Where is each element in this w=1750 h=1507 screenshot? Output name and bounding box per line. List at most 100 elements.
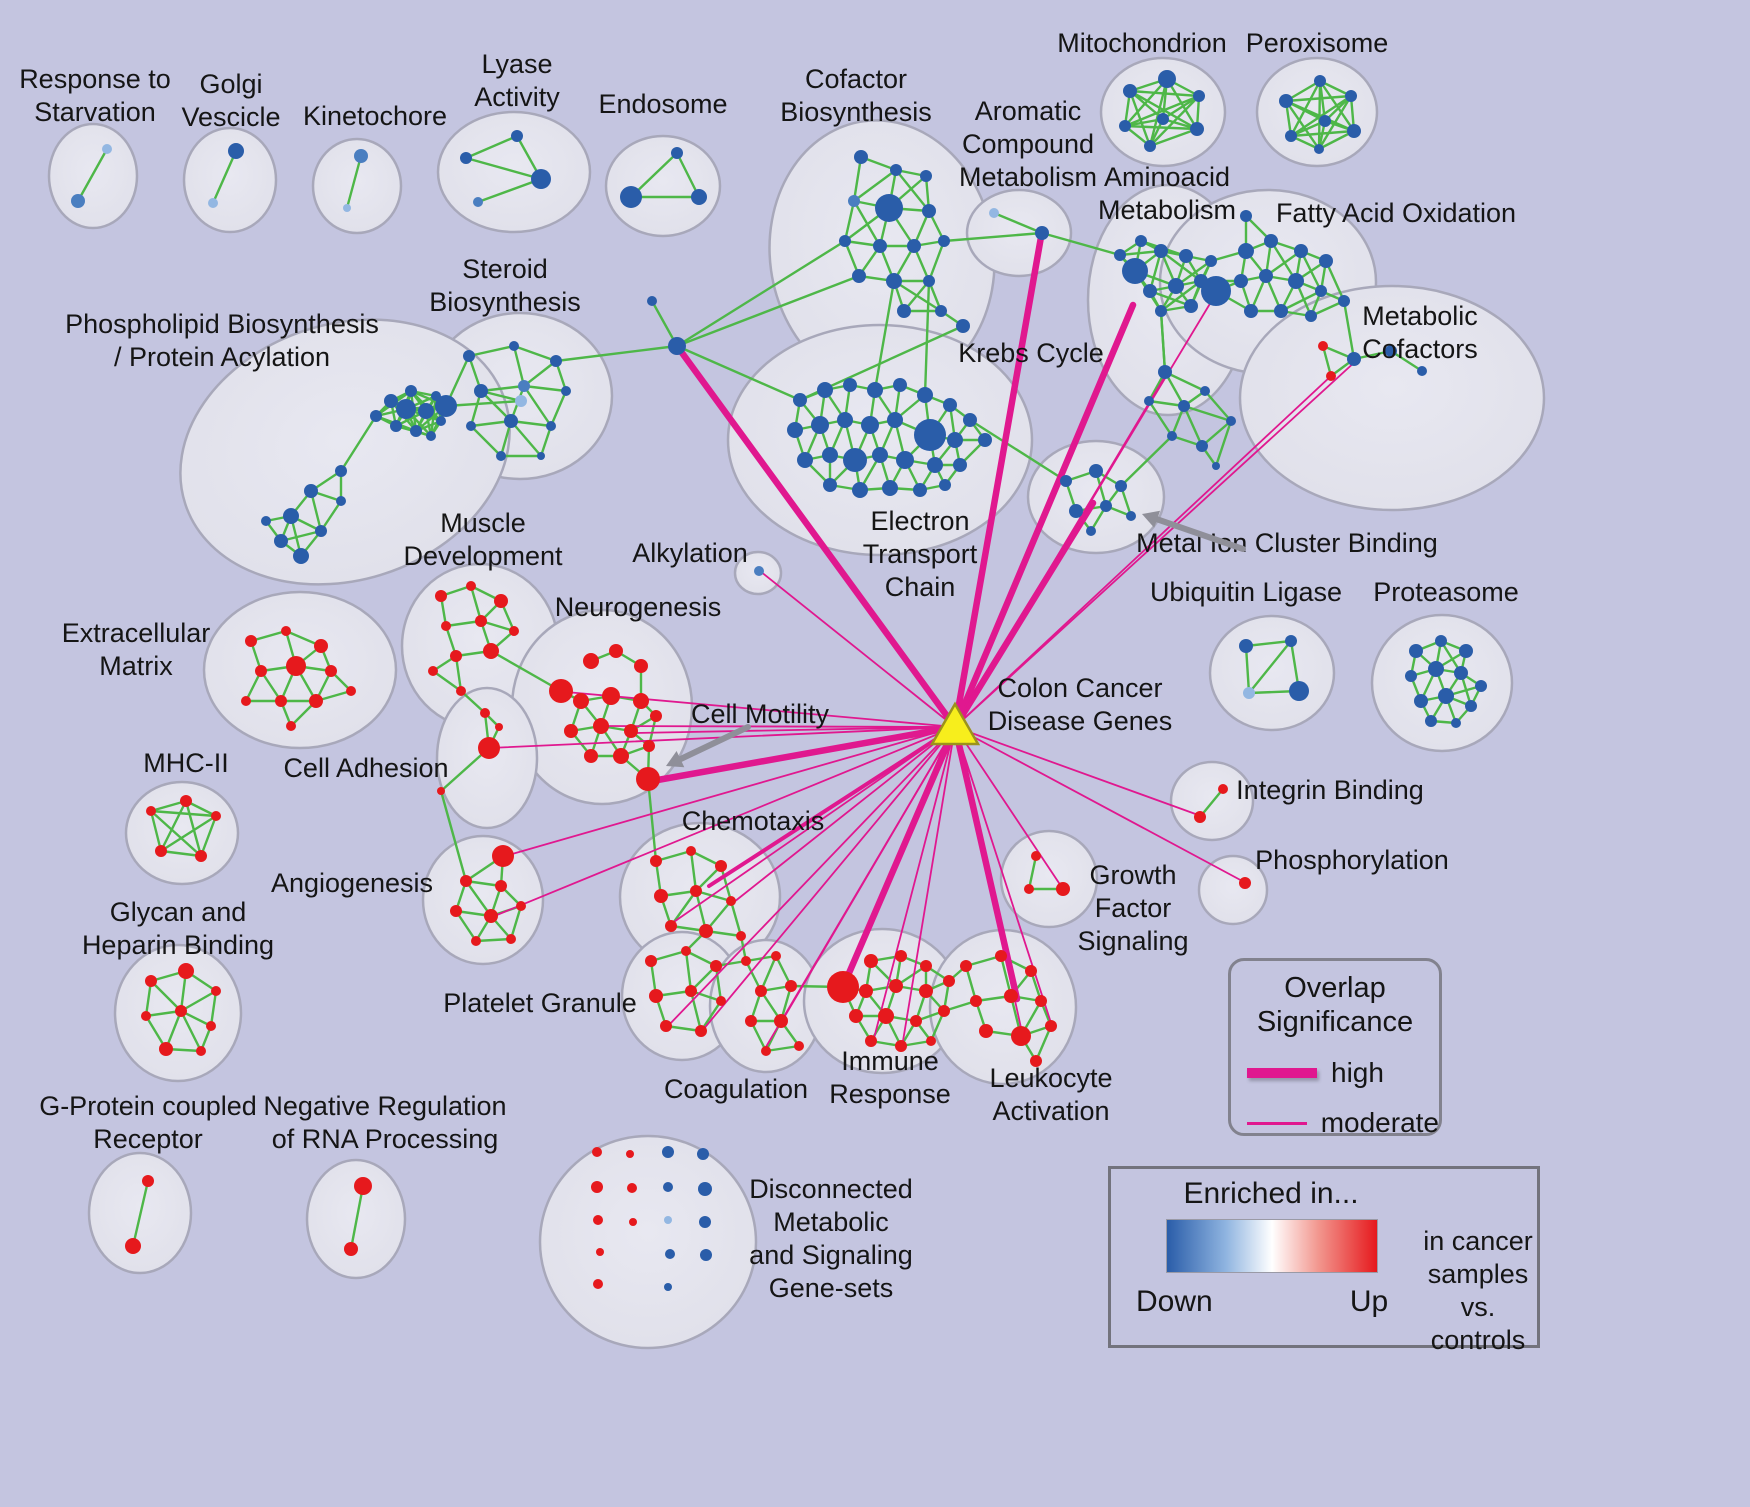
gene-set-node (643, 740, 655, 752)
enrichment-edge (1123, 124, 1199, 131)
gene-set-node (315, 525, 327, 537)
gene-set-node (613, 748, 629, 764)
gene-set-node (927, 457, 943, 473)
gene-set-node (511, 130, 523, 142)
enrichment-edge (744, 954, 778, 963)
gene-set-node (480, 708, 490, 718)
enrichment-edge (719, 864, 733, 903)
gene-set-node (435, 395, 457, 417)
cluster-label-integrin-binding: Integrin Binding (1236, 775, 1424, 805)
enrichment-edge (444, 399, 523, 408)
cluster-label-platelet-granule: Platelet Granule (443, 988, 637, 1018)
gene-set-node (817, 382, 833, 398)
enrichment-edge (319, 499, 343, 533)
gene-set-node (926, 1036, 936, 1046)
gene-set-node (564, 724, 578, 738)
overlap-edge (667, 726, 956, 927)
gene-set-node (907, 239, 921, 253)
enrichment-edge (479, 384, 526, 393)
gene-set-node (602, 687, 620, 705)
overlap-edge (648, 723, 959, 785)
gene-set-node (484, 909, 498, 923)
gene-set-node (947, 432, 963, 448)
gene-set-node (426, 431, 436, 441)
enrichment-edge (509, 419, 543, 458)
moderate-significance-label: moderate (1320, 1107, 1439, 1138)
cluster-ellipse-krebs-electron-transport (726, 323, 1034, 557)
enrichment-edge (209, 989, 218, 1028)
gene-set-node (1024, 884, 1034, 894)
gene-set-node (1285, 130, 1297, 142)
gene-set-node (1451, 718, 1461, 728)
cluster-label-peroxisome: Peroxisome (1246, 28, 1389, 58)
gene-set-node (471, 936, 481, 946)
gene-set-node (636, 767, 660, 791)
gene-set-node (663, 1182, 673, 1192)
enrichment-edge (1323, 94, 1353, 123)
overlap-edge (504, 726, 956, 857)
enrichment-edge (249, 629, 288, 643)
gene-set-node (463, 350, 475, 362)
gene-set-node (1234, 274, 1248, 288)
gene-set-node (142, 1175, 154, 1187)
gene-set-node (793, 393, 807, 407)
gene-set-node (609, 644, 623, 658)
gene-set-node (1201, 276, 1231, 306)
gene-set-node (935, 305, 947, 317)
gene-set-node (745, 1015, 757, 1027)
gene-set-node (245, 635, 257, 647)
enrichment-edge (149, 799, 188, 813)
gene-set-node (649, 989, 663, 1003)
gene-set-node (418, 403, 434, 419)
gene-set-node (716, 996, 726, 1006)
gene-set-node (647, 296, 657, 306)
enrichment-edge (149, 979, 183, 1013)
overlap-edge (839, 723, 959, 991)
overlap-edge (954, 726, 1053, 1027)
gene-set-node (664, 1216, 672, 1224)
enrichment-edge (649, 949, 688, 963)
gene-set-node (478, 737, 500, 759)
cluster-ellipse-endosome (604, 134, 722, 238)
gene-set-node (645, 955, 657, 967)
gene-set-node (1025, 965, 1037, 977)
gene-set-node (1143, 284, 1157, 298)
gene-set-node (1194, 811, 1206, 823)
gene-set-node (546, 421, 556, 431)
enrichment-edge (1148, 127, 1199, 148)
gene-set-node (283, 508, 299, 524)
gene-set-node (887, 412, 903, 428)
gene-set-node (626, 1150, 634, 1158)
gene-set-node (878, 1008, 894, 1024)
cluster-ellipse-disconnected-gene-sets (538, 1134, 758, 1350)
moderate-significance-line-sample (1247, 1121, 1307, 1125)
gene-set-node (509, 626, 519, 636)
enrichment-edge (1244, 644, 1251, 695)
gene-set-node (275, 695, 287, 707)
gene-set-node (1338, 295, 1350, 307)
gene-set-node (518, 380, 530, 392)
pointer-arrow (1154, 516, 1246, 552)
overlap-legend-title: Overlap Significance (1231, 961, 1439, 1039)
enrichment-edge (1159, 279, 1203, 313)
cluster-ellipse-phosphorylation (1197, 854, 1269, 926)
gene-set-node (1011, 1026, 1031, 1046)
cluster-label-coagulation: Coagulation (664, 1074, 808, 1104)
enrichment-edge (76, 147, 109, 203)
gene-set-node (953, 458, 967, 472)
overlap-edge (951, 301, 1137, 731)
gene-set-node (1459, 644, 1473, 658)
gene-set-node (537, 452, 545, 460)
gene-set-node (102, 144, 112, 154)
enrichment-edge (1148, 94, 1201, 148)
gene-set-node (1345, 90, 1357, 102)
gene-set-node (895, 1040, 907, 1052)
connector-edge (942, 231, 1044, 243)
enrichment-edge (992, 211, 1044, 235)
gene-set-node (1315, 285, 1327, 297)
